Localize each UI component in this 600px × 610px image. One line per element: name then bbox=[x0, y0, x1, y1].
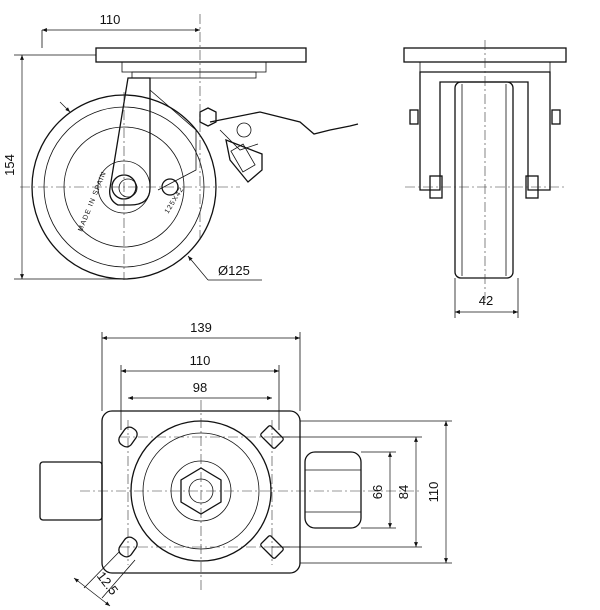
fork-front bbox=[419, 71, 551, 191]
fork-arm bbox=[149, 89, 197, 191]
dim-hole-spacing-inner: 98 bbox=[193, 380, 207, 395]
mounting-hole-tr bbox=[260, 425, 284, 449]
wheel-marking-made-in: MADE IN SPAIN bbox=[77, 170, 108, 233]
mounting-plate-side bbox=[95, 47, 307, 63]
dim-wheel-diameter: Ø125 bbox=[218, 263, 250, 278]
dim-plate-height-inner: 84 bbox=[396, 485, 411, 499]
swivel-bearing-side bbox=[121, 61, 267, 73]
dim-wheel-width: 42 bbox=[479, 293, 493, 308]
wheel-front bbox=[454, 81, 514, 279]
dim-hole-spacing-outer: 110 bbox=[190, 353, 211, 368]
dim-slot-width: 66 bbox=[370, 485, 385, 499]
dim-plate-width-side: 110 bbox=[100, 12, 121, 27]
mounting-hole-br bbox=[260, 535, 284, 559]
bearing-ring-side bbox=[131, 71, 257, 79]
top-view: 139 110 98 66 84 110 12.5 bbox=[39, 320, 452, 607]
wheel-top-projection bbox=[39, 461, 103, 521]
front-view: 42 bbox=[403, 40, 567, 318]
mounting-plate-top bbox=[101, 410, 301, 574]
hex-nut bbox=[199, 107, 217, 127]
fork-leg bbox=[109, 77, 151, 206]
mounting-hole-bl bbox=[118, 536, 138, 558]
brake-pedal-top bbox=[304, 451, 362, 529]
mounting-hole-tl bbox=[118, 426, 138, 448]
dim-overall-height: 154 bbox=[2, 154, 17, 176]
brake-bolt-left bbox=[409, 109, 419, 125]
dim-overall-plate-length: 139 bbox=[190, 320, 212, 335]
brake-mechanism bbox=[209, 111, 359, 183]
side-view: MADE IN SPAIN 125X42 110 154 Ø125 bbox=[2, 12, 359, 281]
dim-plate-height-outer: 110 bbox=[426, 482, 441, 503]
brake-bolt-right bbox=[551, 109, 561, 125]
